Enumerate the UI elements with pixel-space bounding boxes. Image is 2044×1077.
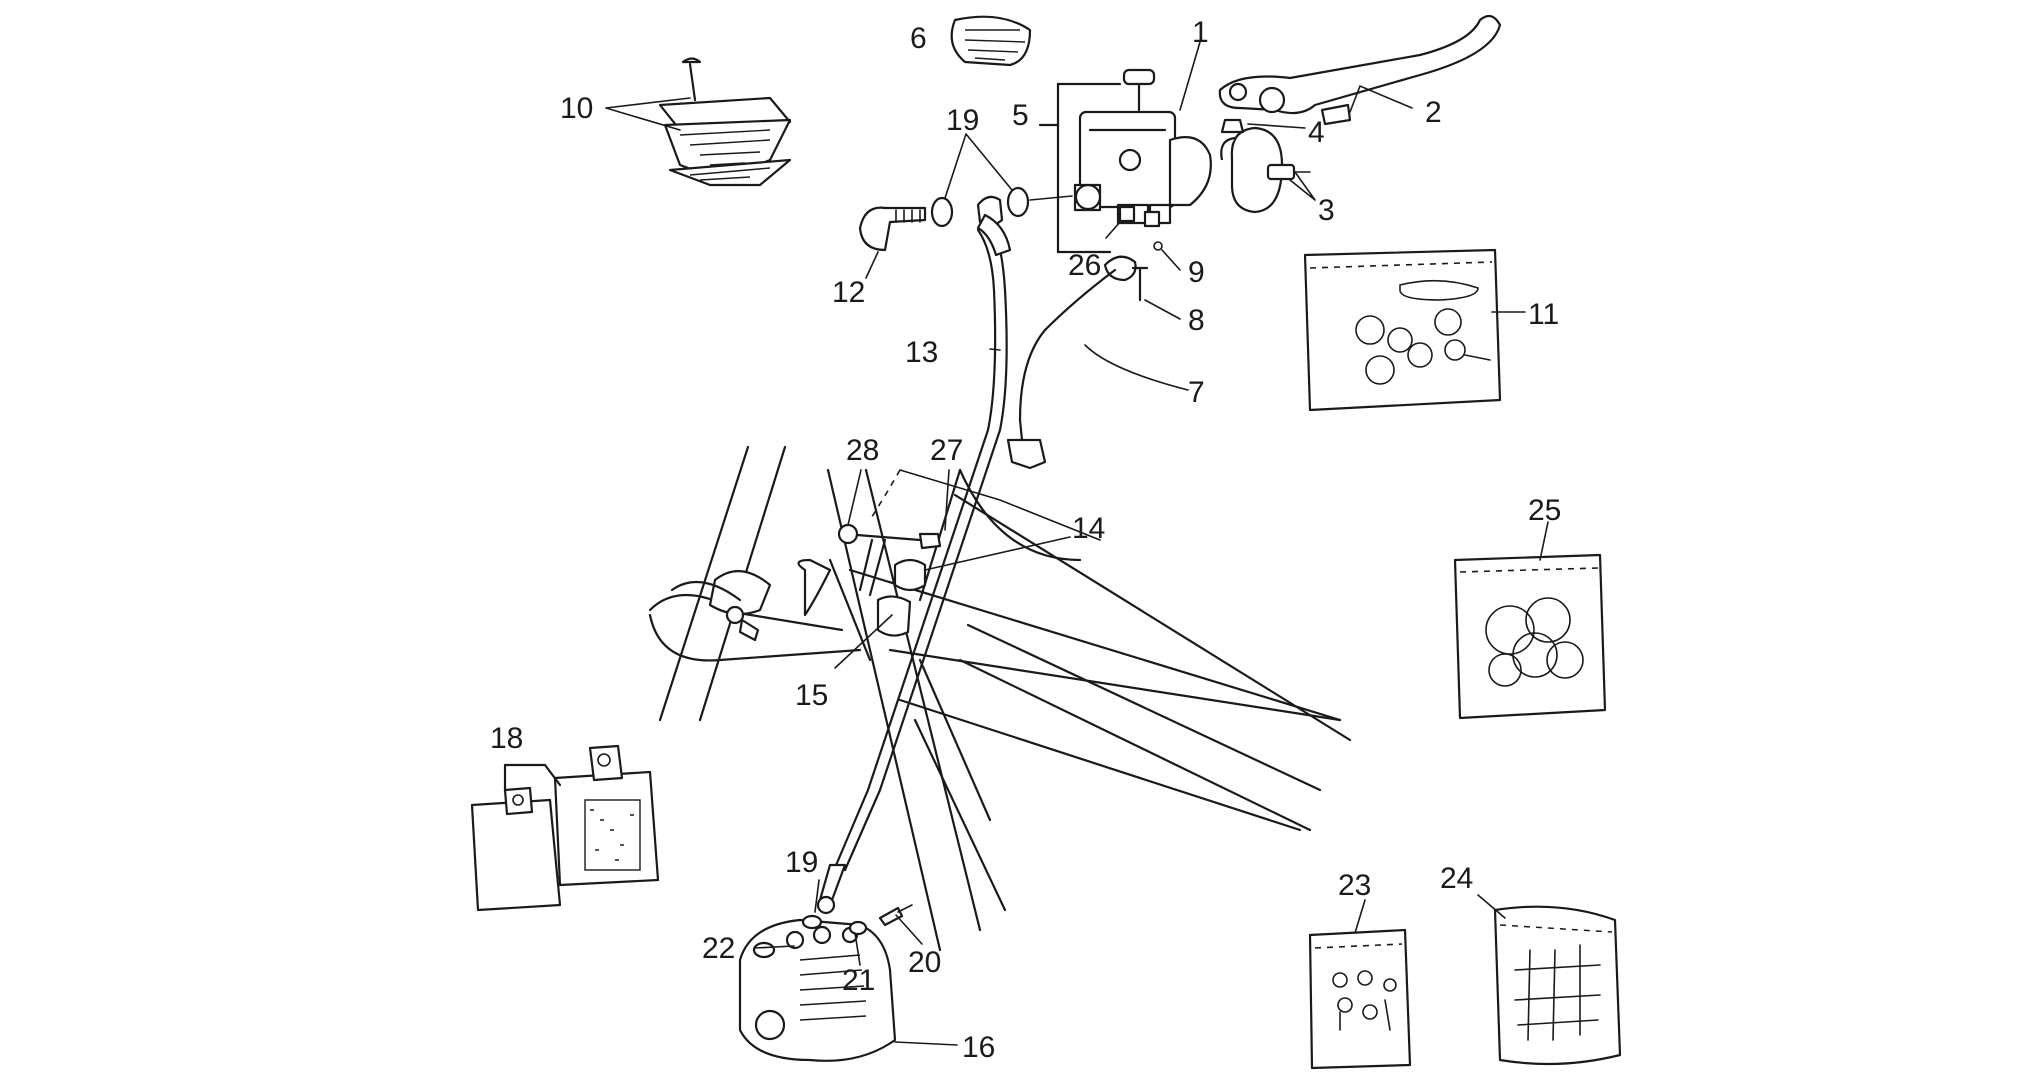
callout-21: 21 — [842, 964, 875, 997]
seal-kit-25 — [1453, 553, 1607, 720]
banjo-bolt-washers — [858, 186, 1073, 252]
callout-10: 10 — [560, 92, 593, 125]
small-fittings — [1103, 205, 1163, 302]
callout-6: 6 — [910, 22, 927, 55]
callout-7: 7 — [1188, 376, 1205, 409]
brake-lever — [1218, 14, 1502, 126]
callout-5: 5 — [1012, 99, 1029, 132]
callout-labels: 1 2 3 4 5 6 7 8 9 10 11 12 13 14 15 16 1… — [490, 16, 1561, 1064]
callout-3: 3 — [1318, 194, 1335, 227]
callout-26: 26 — [1068, 249, 1101, 282]
callout-27: 27 — [930, 434, 963, 467]
callout-8: 8 — [1188, 304, 1205, 337]
caliper-fittings — [801, 904, 913, 936]
callout-20: 20 — [908, 946, 941, 979]
callout-4: 4 — [1308, 116, 1325, 149]
callout-14: 14 — [1072, 512, 1105, 545]
callout-19-top: 19 — [946, 104, 979, 137]
handlebar-clamp — [1220, 126, 1311, 214]
brake-caliper-16 — [738, 918, 897, 1062]
callout-22: 22 — [702, 932, 735, 965]
brake-hose-13 — [816, 213, 1012, 915]
callout-9: 9 — [1188, 256, 1205, 289]
seal-kit-24 — [1493, 905, 1622, 1066]
brake-pads-18 — [470, 744, 660, 912]
frame-lug — [670, 580, 760, 642]
callout-15: 15 — [795, 679, 828, 712]
callout-12: 12 — [832, 276, 865, 309]
reservoir-screw — [1122, 68, 1156, 112]
seal-kit-11 — [1303, 248, 1502, 412]
washer-22 — [752, 941, 776, 959]
callout-11: 11 — [1528, 298, 1559, 331]
bracket-5 — [1038, 82, 1122, 254]
callout-24: 24 — [1440, 862, 1473, 895]
reservoir-cap-6 — [950, 15, 1032, 67]
leader-lines — [605, 41, 1549, 1046]
callout-2: 2 — [1425, 96, 1442, 129]
callout-23: 23 — [1338, 869, 1371, 902]
reservoir-cover-10 — [658, 57, 792, 187]
seal-kit-23 — [1308, 928, 1412, 1070]
callout-1: 1 — [1192, 16, 1209, 49]
callout-13: 13 — [905, 336, 938, 369]
switch-cable-7 — [1006, 268, 1117, 470]
hose-clamp-parts — [708, 523, 942, 637]
callout-19-bottom: 19 — [785, 846, 818, 879]
pivot-nut — [1220, 118, 1245, 134]
master-cylinder — [1073, 110, 1212, 225]
callout-18: 18 — [490, 722, 523, 755]
callout-25: 25 — [1528, 494, 1561, 527]
callout-16: 16 — [962, 1031, 995, 1064]
frame-tubes — [648, 445, 1352, 952]
callout-28: 28 — [846, 434, 879, 467]
